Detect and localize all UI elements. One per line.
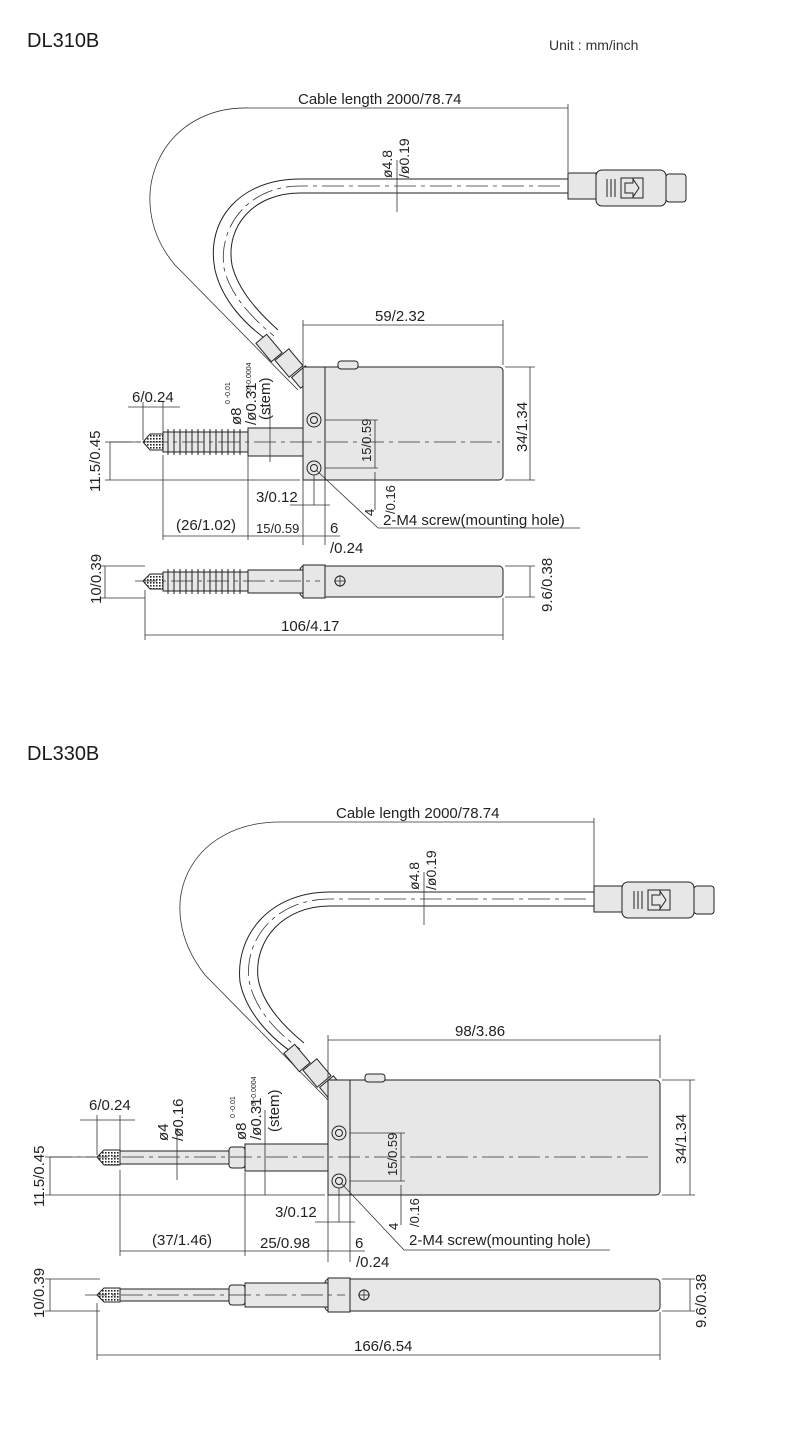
cable-length-arc <box>149 107 568 391</box>
screw-note: 2-M4 screw(mounting hole) <box>409 1232 591 1249</box>
cable <box>239 891 594 1056</box>
dim-4-label: 4 <box>386 1223 401 1230</box>
dim-6-label: 6 <box>355 1235 363 1252</box>
dim-4-label: 4 <box>362 509 377 516</box>
total-length-label: 166/6.54 <box>354 1338 412 1355</box>
stem-dia-label: ø8 <box>228 407 245 425</box>
spindle <box>119 1150 230 1165</box>
stem-inch-tolerance-label: 0 -0.0004 <box>251 1076 258 1106</box>
side-right-label: 9.6/0.38 <box>539 558 556 612</box>
sensor-body <box>327 1079 661 1196</box>
screw-note: 2-M4 screw(mounting hole) <box>383 512 565 529</box>
tip-length-label: 6/0.24 <box>89 1097 131 1114</box>
contact-tip <box>96 1149 121 1166</box>
side-view <box>85 1277 661 1313</box>
tip-length-label: 6/0.24 <box>132 389 174 406</box>
drawing-dl330b: Cable length 2000/78.74 ø4.8 /ø0.19 <box>31 805 715 1360</box>
spindle-dia-label: ø4 <box>155 1123 172 1141</box>
side-left-label: 10/0.39 <box>31 1268 48 1318</box>
dim-6-label: 6 <box>330 520 338 537</box>
dim-024-label: /0.24 <box>330 540 363 557</box>
stem <box>244 1143 329 1172</box>
stem-length-label: 25/0.98 <box>260 1235 310 1252</box>
stem-tolerance-label: 0 -0.01 <box>230 1096 237 1118</box>
height-label: 34/1.34 <box>514 402 531 452</box>
offset-3-label: 3/0.12 <box>275 1204 317 1221</box>
hole-pitch-label: 15/0.59 <box>385 1133 400 1176</box>
side-view <box>135 564 504 599</box>
offset-3-label: 3/0.12 <box>256 489 298 506</box>
total-length-label: 106/4.17 <box>281 618 339 635</box>
side-right-label: 9.6/0.38 <box>693 1274 710 1328</box>
mounting-hole-top <box>331 1125 347 1141</box>
cable <box>212 178 568 343</box>
cable-dia-label: ø4.8 <box>379 150 395 178</box>
spindle-dia-inch-label: /ø0.16 <box>170 1098 187 1141</box>
dim-024-label: /0.24 <box>356 1254 389 1271</box>
model-title-dl330b: DL330B <box>27 743 100 765</box>
height-label: 34/1.34 <box>673 1114 690 1164</box>
hole-pitch-label: 15/0.59 <box>359 419 374 462</box>
drawing-dl310b: Cable length 2000/78.74 ø4.8 /ø0.19 <box>87 91 687 640</box>
stroke-length-label: (26/1.02) <box>176 517 236 534</box>
stem-inch-tolerance-label: 0 -0.0004 <box>246 362 253 392</box>
cable-length-label: Cable length 2000/78.74 <box>298 91 461 108</box>
side-left-label: 10/0.39 <box>88 554 105 604</box>
connector <box>593 881 715 919</box>
stem-dia-inch-label: /ø0.31 <box>248 1097 265 1140</box>
stem-tolerance-label: 0 -0.01 <box>225 382 232 404</box>
width-label: 98/3.86 <box>455 1023 505 1040</box>
cable-dia-inch-label: /ø0.19 <box>396 138 412 178</box>
dim-016-label: /0.16 <box>407 1198 422 1227</box>
stem-length-label: 15/0.59 <box>256 521 299 536</box>
cable-dia-inch-label: /ø0.19 <box>423 850 439 890</box>
sensor-body <box>302 366 504 481</box>
model-title-dl310b: DL310B <box>27 30 100 52</box>
cable-dia-label: ø4.8 <box>406 862 422 890</box>
stroke-length-label: (37/1.46) <box>152 1232 212 1249</box>
stem-label: (stem) <box>266 1090 283 1133</box>
axis-height-label: 11.5/0.45 <box>31 1146 48 1207</box>
stem-label: (stem) <box>257 378 274 421</box>
connector <box>567 169 687 207</box>
width-label: 59/2.32 <box>375 308 425 325</box>
unit-label: Unit : mm/inch <box>549 37 639 53</box>
stem-dia-inch-label: /ø0.31 <box>243 382 260 425</box>
cable-length-label: Cable length 2000/78.74 <box>336 805 499 822</box>
axis-height-label: 11.5/0.45 <box>87 431 104 492</box>
cable-length-arc <box>179 821 594 1101</box>
stem-dia-label: ø8 <box>233 1122 250 1140</box>
mounting-hole-top <box>306 412 322 428</box>
dim-016-label: /0.16 <box>383 485 398 514</box>
